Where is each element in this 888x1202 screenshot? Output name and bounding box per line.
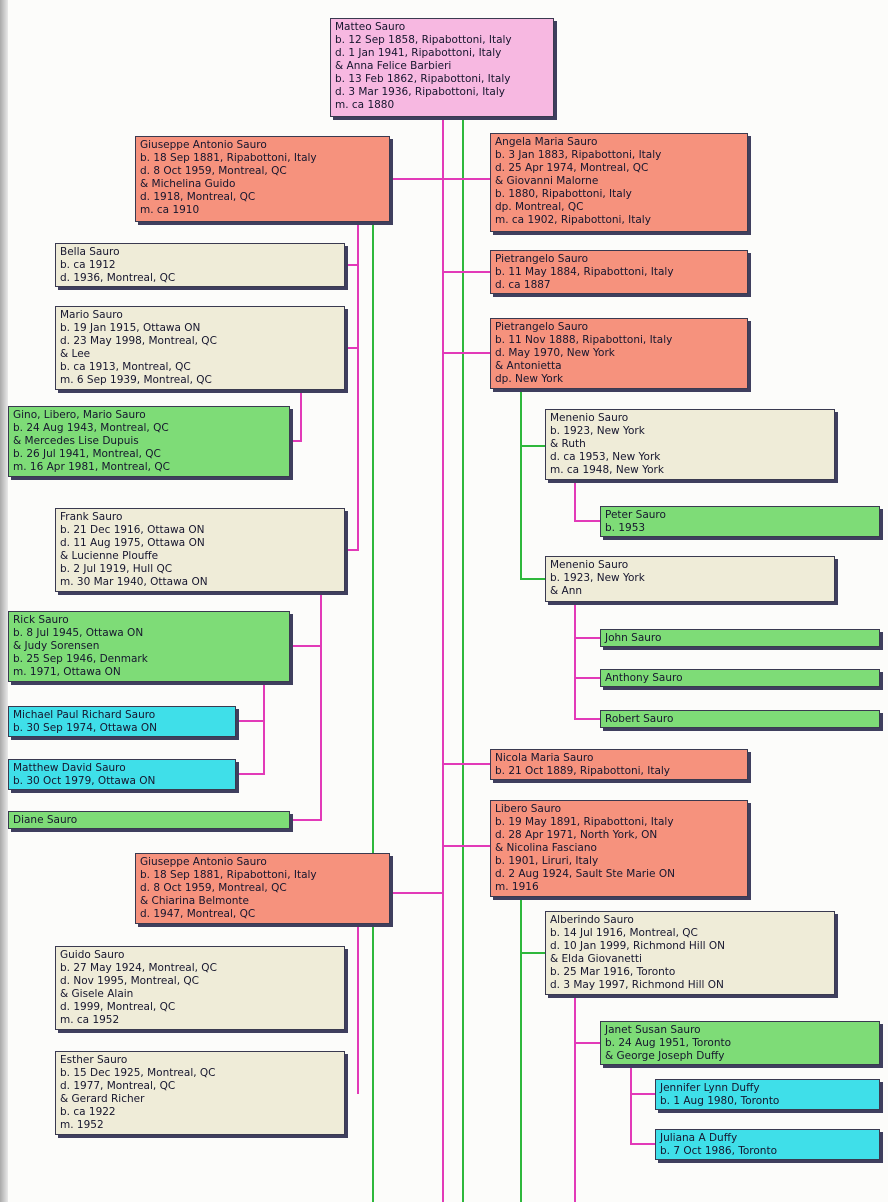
branch-john — [574, 637, 600, 639]
person-box-pietrangelo-sauro-1: Pietrangelo Sauro b. 11 May 1884, Ripabo… — [490, 250, 748, 294]
connector-matteo-drop-vertical — [442, 115, 444, 1202]
person-box-pietrangelo-sauro-2: Pietrangelo Sauro b. 11 Nov 1888, Ripabo… — [490, 318, 748, 389]
branch-libero — [442, 845, 490, 847]
branch-juliana — [630, 1143, 655, 1145]
person-box-libero-sauro: Libero Sauro b. 19 May 1891, Ripabottoni… — [490, 800, 748, 897]
person-box-mario-sauro: Mario Sauro b. 19 Jan 1915, Ottawa ON d.… — [55, 306, 345, 390]
person-box-anthony-sauro: Anthony Sauro — [600, 669, 880, 687]
person-box-john-sauro: John Sauro — [600, 629, 880, 647]
connector-janet-drop-vertical — [630, 1065, 632, 1145]
branch-anthony — [574, 677, 600, 679]
person-box-bella-sauro: Bella Sauro b. ca 1912 d. 1936, Montreal… — [55, 243, 345, 287]
connector-menenio2-drop-vertical — [574, 602, 576, 720]
person-box-guido-sauro: Guido Sauro b. 27 May 1924, Montreal, QC… — [55, 946, 345, 1030]
person-box-robert-sauro: Robert Sauro — [600, 710, 880, 728]
person-box-jennifer-lynn-duffy: Jennifer Lynn Duffy b. 1 Aug 1980, Toron… — [655, 1079, 880, 1110]
branch-bella — [345, 264, 359, 266]
person-box-frank-sauro: Frank Sauro b. 21 Dec 1916, Ottawa ON d.… — [55, 508, 345, 592]
person-box-matthew-david-sauro: Matthew David Sauro b. 30 Oct 1979, Otta… — [8, 759, 236, 790]
branch-janet — [574, 1042, 600, 1044]
branch-giuseppe2 — [390, 892, 442, 894]
branch-nicola — [442, 763, 490, 765]
person-box-matteo-sauro: Matteo Sauro b. 12 Sep 1858, Ripabottoni… — [330, 18, 554, 117]
person-box-angela-maria-sauro: Angela Maria Sauro b. 3 Jan 1883, Ripabo… — [490, 133, 748, 232]
person-box-juliana-a-duffy: Juliana A Duffy b. 7 Oct 1986, Toronto — [655, 1129, 880, 1160]
branch-gino — [290, 440, 302, 442]
branch-menenio1 — [520, 445, 545, 447]
branch-mario — [345, 347, 359, 349]
connector-menenio1-drop-vertical — [574, 480, 576, 522]
person-box-menenio-sauro-2: Menenio Sauro b. 1923, New York & Ann — [545, 556, 835, 602]
person-box-rick-sauro: Rick Sauro b. 8 Jul 1945, Ottawa ON & Ju… — [8, 611, 290, 682]
scan-edge — [0, 0, 8, 1202]
branch-robert — [574, 718, 600, 720]
person-box-esther-sauro: Esther Sauro b. 15 Dec 1925, Montreal, Q… — [55, 1051, 345, 1135]
person-box-giuseppe-antonio-sauro-1: Giuseppe Antonio Sauro b. 18 Sep 1881, R… — [135, 136, 390, 222]
branch-matthew — [236, 773, 265, 775]
connector-left-green-vertical — [372, 224, 374, 1202]
branch-peter — [574, 520, 600, 522]
person-box-peter-sauro: Peter Sauro b. 1953 — [600, 506, 880, 537]
branch-pietrangelo1 — [442, 271, 490, 273]
person-box-giuseppe-antonio-sauro-2: Giuseppe Antonio Sauro b. 18 Sep 1881, R… — [135, 853, 390, 924]
person-box-janet-susan-sauro: Janet Susan Sauro b. 24 Aug 1951, Toront… — [600, 1021, 880, 1065]
branch-pietrangelo2 — [442, 352, 490, 354]
branch-diane — [290, 819, 322, 821]
branch-frank — [345, 549, 359, 551]
connector-alberindo-drop-vertical — [574, 995, 576, 1202]
connector-rick-drop-vertical — [263, 682, 265, 775]
connector-giuseppe1-drop-vertical — [357, 224, 359, 551]
connector-center-green-vertical — [462, 117, 464, 1202]
connector-mario-drop-vertical — [300, 390, 302, 442]
person-box-gino-libero-mario-sauro: Gino, Libero, Mario Sauro b. 24 Aug 1943… — [8, 406, 290, 477]
connector-pietrangelo2-drop-vertical — [520, 389, 522, 580]
branch-rick — [290, 645, 322, 647]
person-box-menenio-sauro-1: Menenio Sauro b. 1923, New York & Ruth d… — [545, 409, 835, 480]
branch-menenio2 — [520, 578, 545, 580]
connector-frank-drop-vertical — [320, 592, 322, 821]
connector-libero-drop-vertical — [520, 897, 522, 1202]
person-box-alberindo-sauro: Alberindo Sauro b. 14 Jul 1916, Montreal… — [545, 911, 835, 995]
branch-giuseppe1-angela — [390, 178, 490, 180]
person-box-michael-paul-richard-sauro: Michael Paul Richard Sauro b. 30 Sep 197… — [8, 706, 236, 737]
person-box-nicola-maria-sauro: Nicola Maria Sauro b. 21 Oct 1889, Ripab… — [490, 749, 748, 780]
branch-jennifer — [630, 1093, 655, 1095]
branch-michael — [236, 720, 265, 722]
branch-alberindo — [520, 952, 545, 954]
connector-giuseppe2-drop-vertical — [357, 924, 359, 1094]
person-box-diane-sauro: Diane Sauro — [8, 811, 290, 829]
